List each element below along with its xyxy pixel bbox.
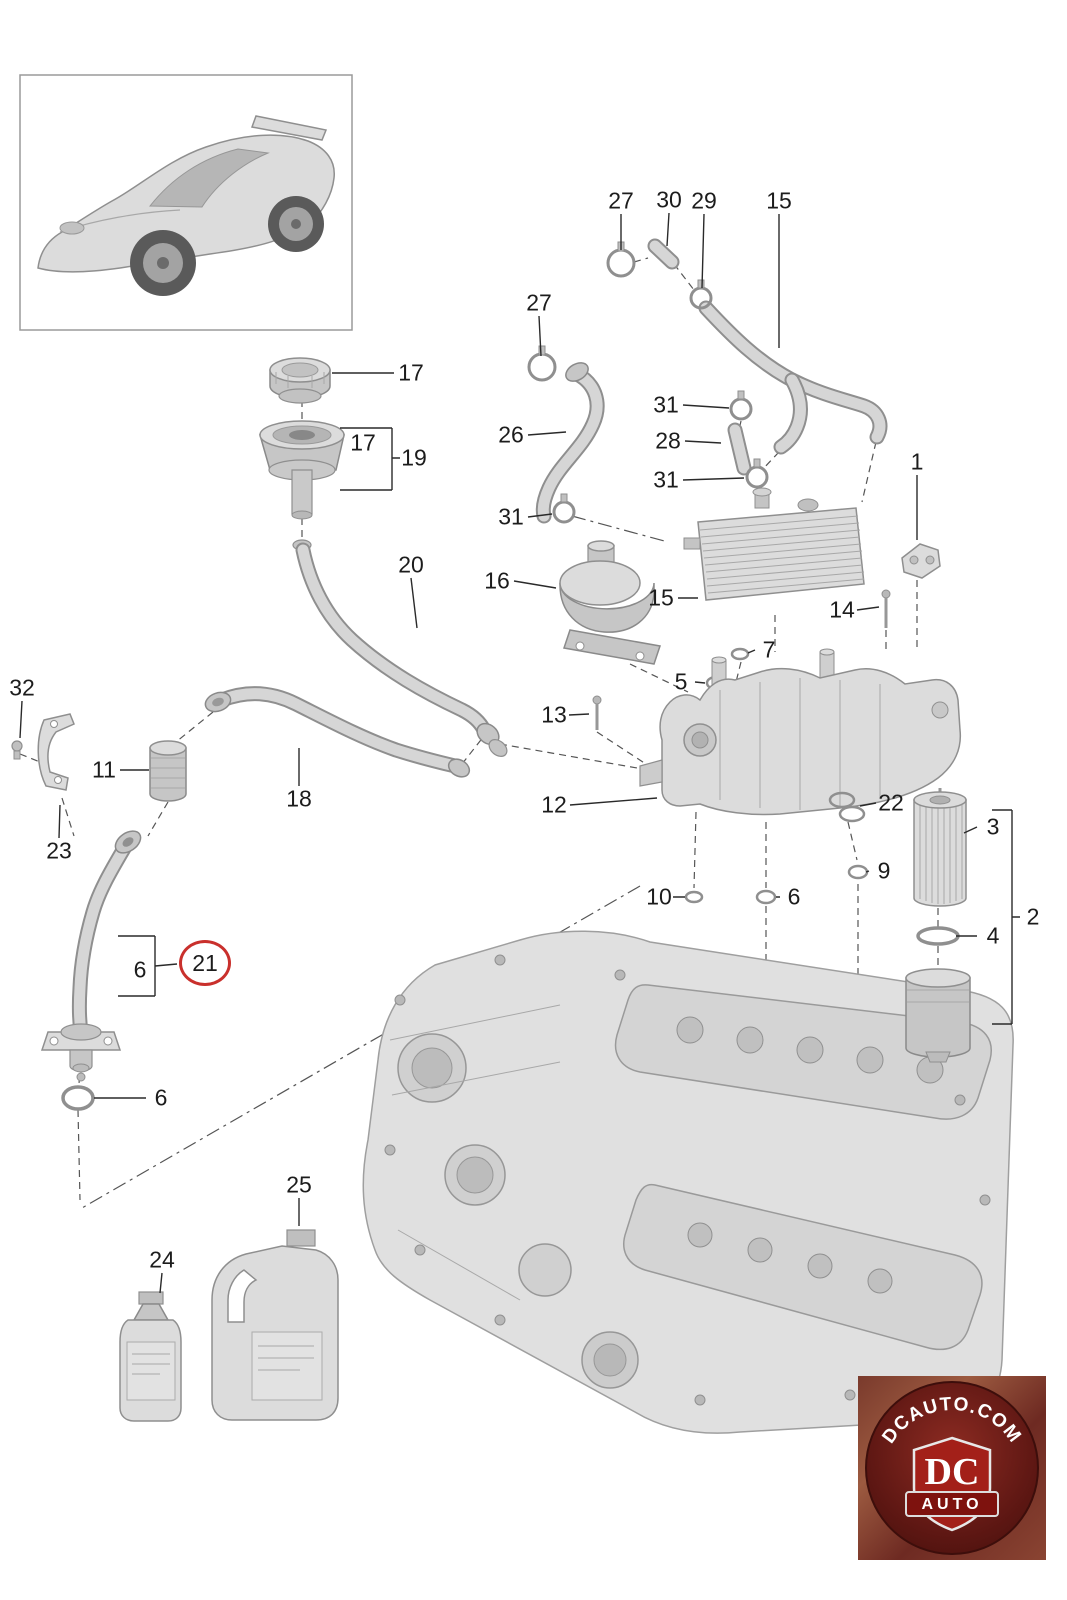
car-spoiler	[250, 115, 328, 141]
oil-separator-16	[559, 540, 661, 665]
oil-bottle-24	[119, 1291, 182, 1422]
dcauto-badge: DCAUTO.COM DC AUTO	[865, 1381, 1039, 1555]
oil-filler-neck-21	[40, 830, 142, 1082]
cover-1	[901, 543, 941, 579]
bracket-bolt-32	[11, 740, 23, 760]
oil-filter-element-3	[913, 788, 967, 907]
hose-clamp-31b	[745, 458, 769, 489]
o-ring-9	[847, 864, 869, 880]
hose-clamp-29	[689, 279, 713, 310]
screw-13	[592, 695, 602, 730]
badge-banner-text: AUTO	[921, 1496, 982, 1513]
car-thumbnail	[19, 74, 353, 331]
breather-tube-18	[204, 686, 471, 778]
filler-tube-20	[295, 542, 508, 757]
o-ring-6-mid	[755, 889, 777, 905]
oil-pan-12	[639, 648, 962, 816]
car-window	[148, 148, 270, 208]
badge-monogram: DC	[925, 1451, 980, 1493]
o-ring-7	[730, 647, 750, 661]
vent-hose-30	[647, 238, 680, 270]
hose-clamp-27b	[527, 345, 557, 382]
filter-housing-2	[905, 968, 971, 1063]
badge-banner	[905, 1491, 999, 1517]
o-ring-4	[916, 926, 960, 946]
valve-cover-lower	[623, 1183, 983, 1351]
dcauto-logo: DCAUTO.COM DC AUTO	[858, 1376, 1046, 1560]
o-ring-10	[684, 890, 704, 904]
y-vent-hose-15	[698, 300, 888, 455]
oil-cooler-15	[683, 487, 865, 601]
hose-clamp-31c	[552, 493, 576, 524]
filler-funnel	[259, 420, 345, 551]
o-rings-22	[828, 791, 866, 823]
leader-lines	[19, 212, 1020, 1294]
screw-14	[881, 589, 891, 628]
oil-canister-25	[211, 1229, 339, 1421]
engine-block	[362, 930, 1014, 1434]
rubber-sleeve-11	[149, 740, 187, 802]
support-bracket-23	[37, 713, 75, 791]
sealing-ring-6	[61, 1085, 95, 1111]
oil-filler-cap	[269, 357, 331, 404]
vent-hose-26	[535, 362, 605, 524]
car-headlight	[59, 221, 85, 235]
hose-clamp-31a	[729, 390, 753, 421]
connector-hose-28	[727, 422, 752, 476]
